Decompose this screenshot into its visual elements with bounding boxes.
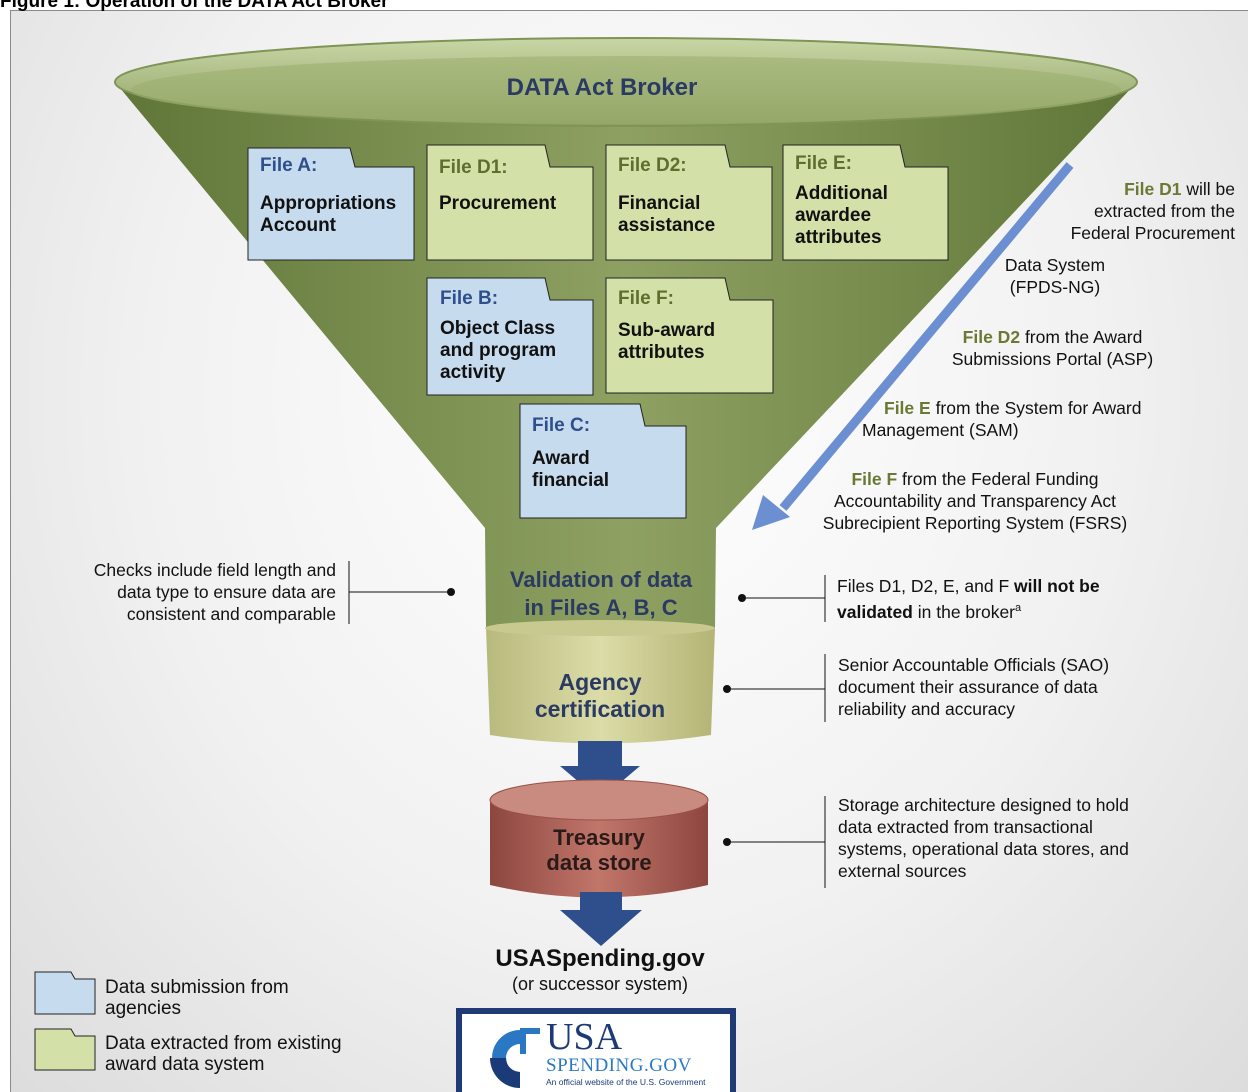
file-f-folder [605,277,774,394]
file-a-heading: File A: [260,155,318,176]
figure-title: Figure 1: Operation of the DATA Act Brok… [0,0,389,12]
file-e-folder [782,144,949,261]
certification-label: Agency certification [534,669,666,722]
file-d1-folder [426,144,594,261]
sao-note: Senior Accountable Officials (SAO) docum… [838,655,1110,719]
not-validated-note: Files D1, D2, E, and F will not be valid… [837,576,1100,622]
logo-usa-text: USA [546,1016,623,1058]
logo-spending-text: SPENDING.GOV [546,1055,692,1076]
file-c-heading: File C: [532,415,591,436]
source-e-note: File E from the System for Award Managem… [862,398,1142,440]
treasury-cylinder [490,800,708,898]
down-arrow-1 [560,741,640,800]
legend-green-label: Data extracted from existing award data … [105,1033,342,1075]
down-arrow-2 [560,892,642,946]
sao-connector [723,654,826,722]
legend-blue-label: Data submission from agencies [105,977,289,1019]
not-validated-connector [738,575,826,622]
treasury-label: Treasury data store [546,825,652,875]
usaspending-logo [456,1008,736,1092]
usaspending-label: USASpending.gov [495,945,705,972]
source-d1-note: File D1 will be extracted from the Feder… [1070,179,1235,243]
storage-note: Storage architecture designed to hold da… [838,795,1129,881]
logo-tagline: An official website of the U.S. Governme… [546,1077,706,1087]
file-d2-heading: File D2: [618,155,687,176]
file-d1-body: Procurement [439,193,557,214]
file-c-folder [519,403,687,519]
file-b-folder [426,277,594,396]
file-f-heading: File F: [618,288,674,309]
legend-green-folder-icon [34,1028,96,1071]
source-d1-note-tail: Data System (FPDS-NG) [1004,255,1106,297]
broker-label: DATA Act Broker [506,74,698,101]
source-arrow-shaft [779,162,1074,511]
file-e-heading: File E: [795,153,853,174]
certification-section [486,628,715,744]
file-d1-heading: File D1: [439,157,508,178]
source-arrow-head [752,495,790,530]
legend-blue-folder-icon [34,971,96,1015]
usaspending-sublabel: (or successor system) [511,974,689,994]
validation-label: Validation of data in Files A, B, C [509,567,693,620]
source-f-note: File F from the Federal Funding Accounta… [822,469,1128,533]
source-d2-note: File D2 from the Award Submissions Porta… [951,327,1154,369]
file-a-folder [247,147,415,261]
file-b-heading: File B: [440,288,499,309]
checks-note: Checks include field length and data typ… [93,560,336,624]
storage-connector [723,796,826,888]
checks-connector [348,561,455,624]
file-d2-folder [605,144,773,261]
